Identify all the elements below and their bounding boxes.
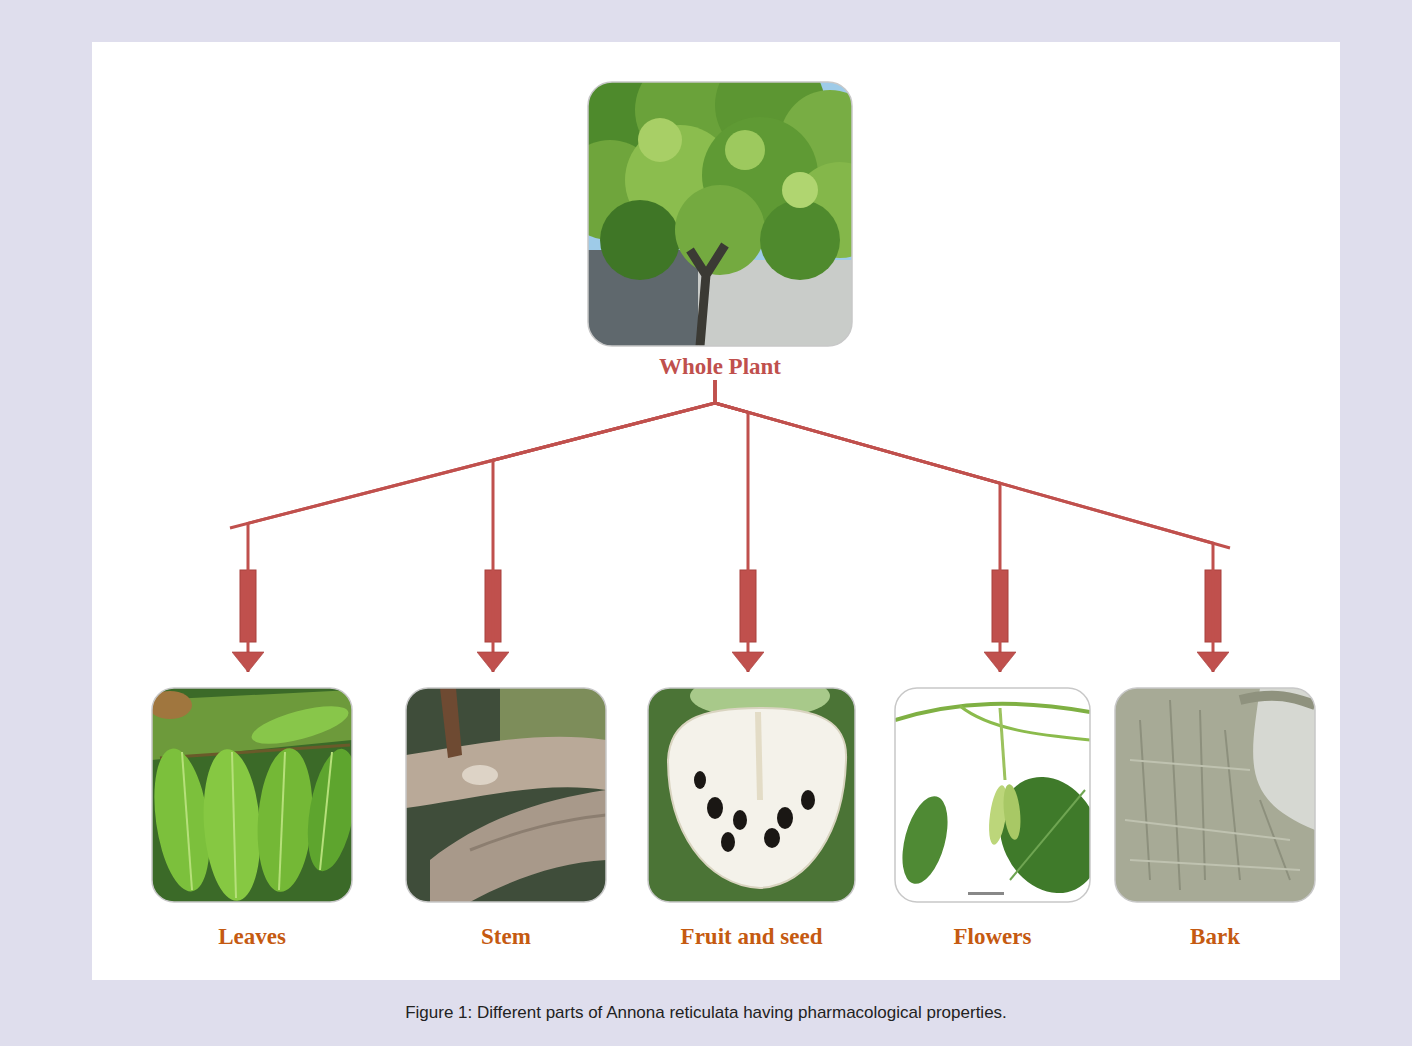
plant-part-node: Fruit and seed [644, 672, 859, 950]
connector-arrow [715, 380, 1213, 672]
bracket-line [230, 403, 1230, 548]
flowers-photo [895, 688, 1090, 902]
plant-part-node: Leaves [148, 672, 356, 950]
connector-arrow [493, 380, 715, 672]
arrow-shafts [240, 570, 1221, 642]
part-label: Stem [402, 924, 610, 950]
leaves-photo [152, 688, 352, 902]
figure-panel [92, 42, 1340, 980]
plant-part-node: Flowers [891, 672, 1094, 950]
connector-arrow [715, 380, 748, 672]
bark-photo [1115, 688, 1315, 902]
part-label: Fruit and seed [644, 924, 859, 950]
connector-arrow [715, 380, 1000, 672]
photo-area [584, 82, 856, 354]
photo-area [1111, 672, 1319, 924]
figure-caption: Figure 1: Different parts of Annona reti… [0, 1003, 1412, 1023]
photo-area [891, 672, 1094, 924]
part-label: Bark [1111, 924, 1319, 950]
fruit-photo [648, 688, 855, 902]
part-label: Whole Plant [584, 354, 856, 380]
tree-photo [588, 82, 852, 346]
plant-part-node: Stem [402, 672, 610, 950]
photo-area [148, 672, 356, 924]
connector-arrow [248, 380, 715, 672]
part-label: Flowers [891, 924, 1094, 950]
whole-plant-node: Whole Plant [584, 82, 856, 380]
photo-area [402, 672, 610, 924]
part-label: Leaves [148, 924, 356, 950]
photo-area [644, 672, 859, 924]
plant-part-node: Bark [1111, 672, 1319, 950]
stem-photo [406, 688, 606, 902]
